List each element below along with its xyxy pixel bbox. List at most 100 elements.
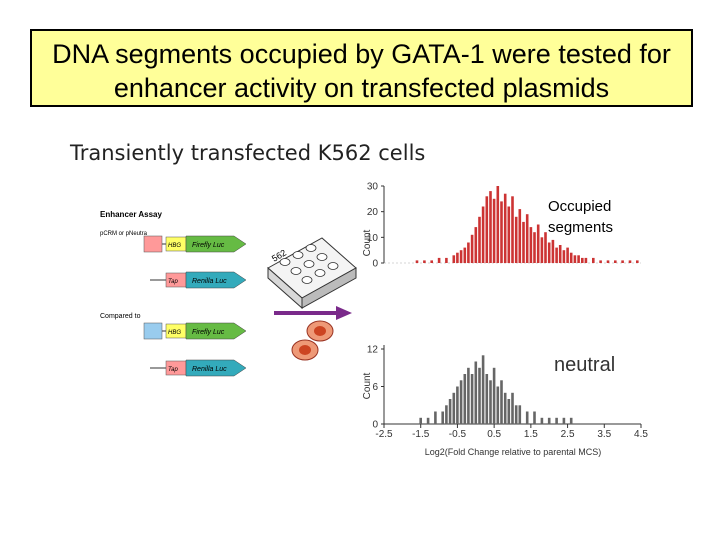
neutral-bar (562, 417, 566, 425)
neutral-block (143, 322, 163, 340)
neutral-xtick-label: -1.5 (412, 429, 430, 440)
neutral-bar (489, 380, 492, 425)
occupied-bar (592, 257, 595, 263)
occupied-bar (456, 252, 459, 263)
neutral-bar (467, 367, 470, 425)
neutral-bar (518, 405, 522, 425)
occupied-bar (533, 232, 536, 263)
occupied-bar (522, 221, 525, 263)
neutral-bar (463, 374, 467, 424)
occupied-bar (558, 245, 562, 263)
reporter-label: Firefly Luc (192, 329, 225, 336)
occupied-bar (470, 234, 474, 263)
neutral-bar (452, 392, 456, 425)
well-plate-icon: 562 (267, 237, 357, 310)
occupied-bar (415, 260, 419, 263)
neutral-bar (555, 417, 558, 425)
construct-row-3: HBG Firefly Luc (143, 322, 247, 340)
construct-row-4: Tap Renilla Luc (150, 359, 247, 377)
reporter-label: Renilla Luc (192, 366, 227, 373)
neutral-xtick-label: 0.5 (487, 429, 501, 440)
occupied-bar (507, 206, 511, 263)
occupied-bar (621, 260, 624, 263)
occupied-bar (547, 242, 551, 263)
neutral-xtick-label: -0.5 (449, 429, 467, 440)
occupied-bar (452, 255, 456, 263)
neutral-x-label: Log2(Fold Change relative to parental MC… (425, 447, 602, 457)
occupied-bar (511, 196, 514, 263)
neutral-bar (569, 417, 573, 425)
neutral-bar (511, 392, 514, 425)
occupied-bar (500, 201, 503, 263)
construct-label: pCRM or pNeutra (100, 231, 148, 237)
occupied-bar (584, 257, 588, 263)
occupied-bar (614, 260, 617, 263)
occupied-ytick-label: 20 (367, 207, 379, 218)
occupied-bar (492, 198, 496, 263)
occupied-bar (489, 191, 492, 263)
occupied-bar (481, 206, 485, 263)
reporter-arrow (185, 271, 247, 289)
neutral-bar (507, 399, 511, 424)
slide-subtitle: Transiently transfected K562 cells (70, 141, 426, 165)
occupied-bar (577, 255, 580, 263)
occupied-bar (536, 224, 540, 263)
occupied-bar (569, 252, 573, 263)
occupied-bar (430, 260, 433, 263)
neutral-bar (485, 374, 489, 424)
promoter-label: Tap (168, 279, 178, 285)
occupied-bar (445, 257, 448, 263)
assay-heading: Enhancer Assay (100, 210, 163, 219)
neutral-bar (478, 367, 481, 425)
promoter-label: HBG (168, 330, 181, 336)
reporter-label: Renilla Luc (192, 278, 227, 285)
reporter-label: Firefly Luc (192, 242, 225, 249)
neutral-bar (514, 405, 518, 425)
occupied-bar (555, 247, 558, 263)
occupied-bar (540, 237, 544, 263)
occupied-bar (437, 257, 441, 263)
neutral-bar (459, 380, 463, 425)
slide-title-line2: enhancer activity on transfected plasmid… (113, 73, 610, 103)
neutral-bar (500, 380, 503, 425)
occupied-bar (628, 260, 632, 263)
occupied-ytick-label: 0 (372, 259, 378, 270)
occupied-bar (544, 232, 547, 263)
compared-label: Compared to (100, 313, 141, 320)
neutral-xtick-label: 1.5 (524, 429, 538, 440)
neutral-bar (448, 399, 452, 424)
neutral-bar (525, 411, 529, 424)
neutral-ytick-label: 6 (372, 382, 378, 393)
occupied-bar (459, 250, 463, 263)
occupied-bar (581, 257, 584, 263)
neutral-bar (540, 417, 544, 425)
occupied-bar (573, 255, 577, 263)
occupied-segments-label: Occupied segments (548, 196, 632, 238)
neutral-bar (533, 411, 536, 424)
neutral-bar (503, 392, 507, 425)
neutral-bar (426, 417, 430, 425)
neutral-bar (441, 411, 444, 424)
occupied-bar (463, 247, 467, 263)
enhancer-block (143, 235, 163, 253)
neutral-bar (445, 405, 448, 425)
occupied-bar (467, 242, 470, 263)
reporter-arrow (185, 359, 247, 377)
occupied-bar (496, 186, 500, 263)
transfection-arrow-icon (274, 306, 352, 320)
occupied-bar (474, 227, 478, 263)
neutral-ytick-label: 12 (367, 345, 379, 356)
slide-title-box: DNA segments occupied by GATA-1 were tes… (30, 29, 693, 107)
construct-row-1: HBG Firefly Luc (143, 235, 247, 253)
neutral-bar (481, 355, 485, 425)
neutral-xtick-label: 2.5 (561, 429, 575, 440)
neutral-xtick-label: -2.5 (375, 429, 393, 440)
neutral-label: neutral (554, 354, 616, 376)
occupied-bar (423, 260, 426, 263)
promoter-label: Tap (168, 367, 178, 373)
neutral-bar (547, 417, 551, 425)
promoter-label: HBG (168, 243, 181, 249)
neutral-bar (434, 411, 437, 424)
